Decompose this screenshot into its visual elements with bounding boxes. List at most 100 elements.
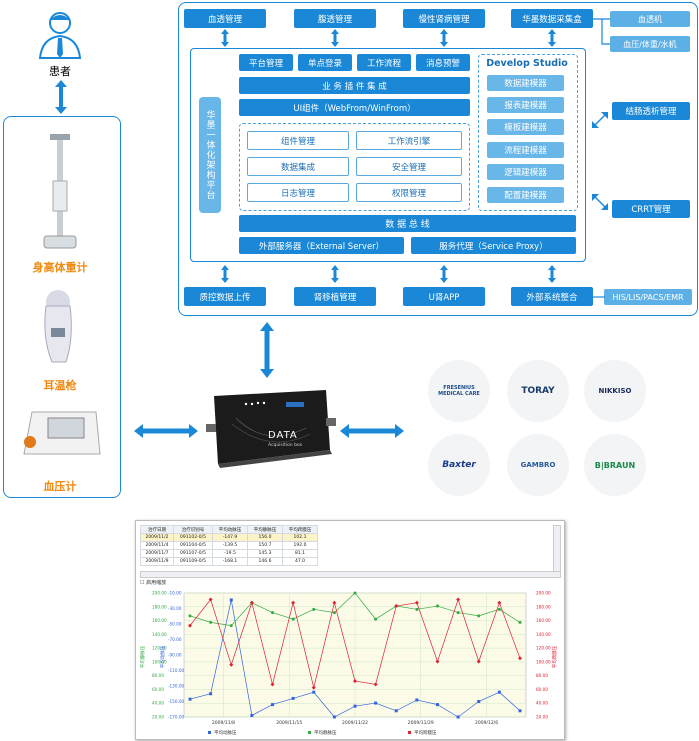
- y2-tick-label: -110.00: [168, 668, 184, 673]
- arrow-v: [548, 29, 556, 47]
- data-integration-button[interactable]: 数据集成: [247, 157, 349, 176]
- data-point: [270, 682, 275, 687]
- external-integration-module[interactable]: 外部系统整合: [511, 287, 593, 306]
- platform-mgmt-button[interactable]: 平台管理: [239, 54, 293, 71]
- data-bus-bar[interactable]: 数 据 总 线: [239, 215, 576, 232]
- ui-component-bar[interactable]: UI组件（WebFrom/WinFrom）: [239, 99, 470, 116]
- data-point: [209, 620, 213, 624]
- cell: 146.6: [247, 557, 283, 566]
- y-tick-label: 120.00: [152, 646, 167, 651]
- y-tick-label: 180.00: [152, 604, 167, 609]
- data-point: [373, 682, 378, 687]
- kidney-transplant-module[interactable]: 肾移植管理: [294, 287, 376, 306]
- table-hscrollbar[interactable]: [140, 571, 561, 578]
- arrow-diag: [592, 112, 608, 128]
- cell: 156.0: [247, 533, 283, 542]
- y2-tick-label: -150.00: [168, 699, 184, 704]
- y2-axis-label: 平均动脉压: [159, 645, 166, 668]
- data-point: [271, 611, 274, 615]
- dialysis-machine-tag[interactable]: 血透机: [610, 11, 690, 27]
- data-point: [436, 604, 439, 608]
- vendor-logo-nikkiso: NIKKISO: [584, 360, 646, 422]
- x-tick-label: 2009/11/8: [212, 720, 235, 726]
- ushen-app-module[interactable]: U肾APP: [403, 287, 485, 306]
- height-scale-image: [40, 126, 80, 256]
- data-point: [518, 656, 522, 661]
- data-point: [271, 703, 274, 707]
- report-modeler-button[interactable]: 报表建模器: [487, 97, 564, 113]
- cell: -19.5: [212, 549, 248, 558]
- data-acquisition-box: [206, 388, 336, 468]
- data-point: [394, 709, 398, 713]
- workflow-engine-button[interactable]: 工作流引擎: [356, 131, 462, 150]
- service-proxy-bar[interactable]: 服务代理（Service Proxy）: [411, 237, 576, 254]
- data-point: [188, 697, 192, 701]
- data-point: [208, 597, 213, 602]
- component-mgmt-button[interactable]: 组件管理: [247, 131, 349, 150]
- alert-button[interactable]: 消息预警: [416, 54, 470, 71]
- arrow-v: [221, 29, 229, 47]
- device-label: 身高体重计: [32, 261, 88, 274]
- zoom-checkbox[interactable]: ☐ 启用缩放: [140, 580, 167, 586]
- external-server-bar[interactable]: 外部服务器（External Server）: [239, 237, 404, 254]
- permission-mgmt-button[interactable]: 权限管理: [356, 183, 462, 202]
- cell: -147.9: [212, 533, 248, 542]
- data-point: [436, 703, 439, 707]
- data-point: [188, 623, 192, 628]
- ear-thermometer-image: [38, 288, 78, 368]
- vendor-logo-toray: TORAY: [507, 360, 569, 422]
- data-modeler-button[interactable]: 数据建模器: [487, 75, 564, 91]
- legend-label: 平均静脉压: [314, 729, 337, 736]
- cell: 47.0: [282, 557, 318, 566]
- y-tick-label: 20.00: [152, 715, 164, 720]
- process-modeler-button[interactable]: 流程建模器: [487, 142, 564, 158]
- table-scrollbar[interactable]: [553, 525, 561, 573]
- y-right-tick-label: 20.00: [536, 715, 548, 720]
- logic-modeler-button[interactable]: 逻辑建模器: [487, 164, 564, 180]
- sso-button[interactable]: 单点登录: [298, 54, 352, 71]
- log-mgmt-button[interactable]: 日志管理: [247, 183, 349, 202]
- y2-tick-label: -50.00: [168, 622, 182, 627]
- qc-upload-module[interactable]: 质控数据上传: [184, 287, 266, 306]
- data-point: [497, 607, 501, 611]
- cell: 2009/11/7: [140, 549, 174, 558]
- y2-tick-label: -10.00: [168, 591, 182, 596]
- legend-marker: [208, 731, 211, 734]
- his-lis-tag[interactable]: HIS/LIS/PACS/EMR: [604, 289, 692, 305]
- data-point: [291, 600, 296, 605]
- cell: 091109-0/5: [173, 557, 213, 566]
- cell: -168.1: [212, 557, 248, 566]
- x-tick-label: 2009/11/29: [408, 720, 434, 726]
- y-right-tick-label: 60.00: [536, 687, 548, 692]
- business-plugin-bar[interactable]: 业 务 插 件 集 成: [239, 77, 470, 94]
- arrow-v: [331, 29, 339, 47]
- crrt-module[interactable]: CRRT管理: [612, 200, 690, 218]
- module-ckd[interactable]: 慢性肾病管理: [403, 9, 485, 28]
- bp-weight-water-tag[interactable]: 血压/体重/水机: [610, 36, 690, 52]
- workflow-button[interactable]: 工作流程: [357, 54, 411, 71]
- colon-dialysis-module[interactable]: 结肠透析管理: [612, 102, 690, 120]
- arrow-devices-box: [134, 424, 198, 438]
- data-point: [374, 617, 378, 621]
- security-mgmt-button[interactable]: 安全管理: [356, 157, 462, 176]
- table-header: 平均动脉压: [212, 525, 248, 534]
- module-hemodialysis[interactable]: 血透管理: [184, 9, 266, 28]
- module-collector[interactable]: 华墨数据采集盒: [511, 9, 593, 28]
- table-header: 平均静脉压: [247, 525, 283, 534]
- config-modeler-button[interactable]: 配置建模器: [487, 187, 564, 203]
- x-tick-label: 2009/11/15: [276, 720, 302, 726]
- arrow-v: [440, 265, 448, 283]
- data-point: [353, 591, 357, 595]
- legend-label: 平均动脉压: [214, 729, 237, 736]
- module-peritoneal[interactable]: 腹透管理: [294, 9, 376, 28]
- template-modeler-button[interactable]: 模板建模器: [487, 119, 564, 135]
- data-point: [435, 659, 440, 664]
- y2-tick-label: -30.00: [168, 606, 182, 611]
- y-right-axis-label: 平均跨膜压: [551, 645, 558, 668]
- legend-label: 平均跨膜压: [414, 729, 437, 736]
- y-tick-label: 40.00: [152, 701, 164, 706]
